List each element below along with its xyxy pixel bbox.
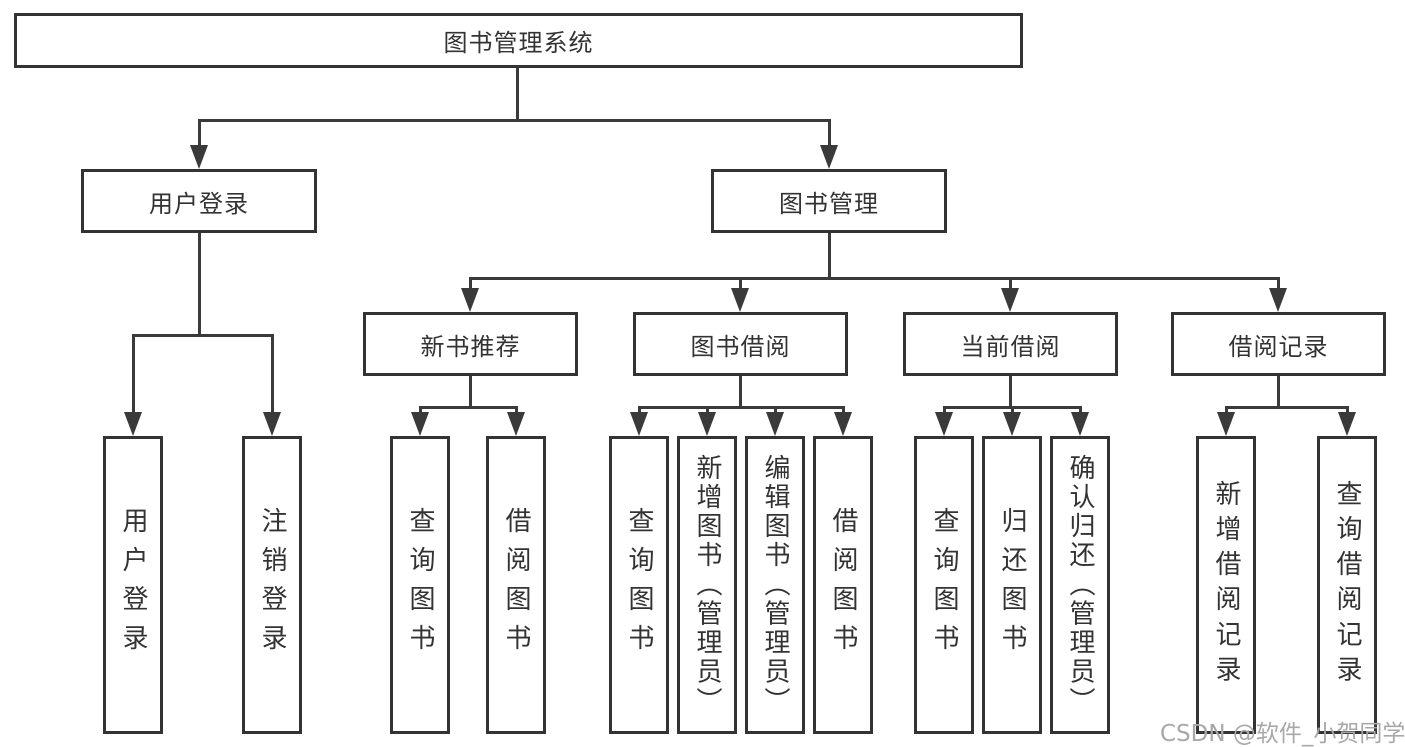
leaf-label: 注销登录 <box>257 507 287 663</box>
leaf-borrow-books-recommend: 借阅图书 <box>486 436 546 734</box>
arrowhead-down <box>820 145 838 169</box>
node-borrowing-records: 借阅记录 <box>1171 312 1386 376</box>
arrowhead-down <box>834 412 852 436</box>
watermark: CSDN @软件_小贺同学 <box>1160 721 1405 747</box>
arrowhead-down <box>507 412 525 436</box>
connector-line <box>827 233 831 279</box>
leaf-borrow-books-borrowing: 借阅图书 <box>813 436 873 734</box>
leaf-return-books: 归还图书 <box>982 436 1042 734</box>
connector-line <box>1078 406 1082 414</box>
node-label: 用户登录 <box>149 189 249 218</box>
connector-line <box>270 334 274 414</box>
leaf-label: 查询图书 <box>405 507 435 663</box>
connector-line <box>1345 406 1349 414</box>
leaf-query-books-borrowing: 查询图书 <box>609 436 669 734</box>
node-label: 图书管理 <box>779 189 879 218</box>
arrowhead-down <box>124 412 142 436</box>
node-label: 借阅记录 <box>1228 332 1329 361</box>
arrowhead-down <box>190 145 208 169</box>
arrowhead-down <box>766 412 784 436</box>
node-label: 当前借阅 <box>960 332 1061 361</box>
connector-line <box>468 376 472 408</box>
connector-line <box>418 406 518 409</box>
connector-line <box>197 119 201 146</box>
connector-line <box>197 119 831 122</box>
connector-line <box>841 406 845 414</box>
connector-line <box>1276 277 1280 290</box>
arrowhead-down <box>1338 412 1356 436</box>
arrowhead-down <box>1001 288 1019 312</box>
node-book-management-system: 图书管理系统 <box>14 13 1023 68</box>
connector-line <box>738 277 742 290</box>
arrowhead-down <box>731 288 749 312</box>
connector-line <box>773 406 777 414</box>
leaf-label: 查询借阅记录 <box>1332 479 1362 691</box>
connector-line <box>738 376 742 408</box>
connector-line <box>1276 376 1280 408</box>
connector-line <box>1010 406 1014 414</box>
leaf-label: 查询图书 <box>624 507 654 663</box>
connector-line <box>637 406 641 414</box>
node-label: 新书推荐 <box>420 332 521 361</box>
connector-line <box>515 68 519 122</box>
leaf-add-books-admin: 新增图书（管理员） <box>677 436 737 734</box>
connector-line <box>468 277 1280 280</box>
leaf-label: 新增图书（管理员） <box>692 453 722 717</box>
connector-line <box>514 406 518 414</box>
connector-line <box>827 119 831 146</box>
arrowhead-down <box>630 412 648 436</box>
connector-line <box>637 406 845 409</box>
leaf-label: 编辑图书（管理员） <box>760 453 790 717</box>
leaf-confirm-return-admin: 确认归还（管理员） <box>1050 436 1110 734</box>
node-book-management: 图书管理 <box>711 169 947 233</box>
connector-line <box>1224 406 1349 409</box>
leaf-query-books-current: 查询图书 <box>914 436 974 734</box>
arrowhead-down <box>935 412 953 436</box>
leaf-add-borrowing-record: 新增借阅记录 <box>1196 436 1256 734</box>
connector-line <box>1008 376 1012 408</box>
connector-line <box>418 406 422 414</box>
leaf-edit-books-admin: 编辑图书（管理员） <box>745 436 805 734</box>
leaf-label: 归还图书 <box>997 507 1027 663</box>
leaf-user-login: 用户登录 <box>103 436 163 734</box>
arrowhead-down <box>263 412 281 436</box>
node-book-borrowing: 图书借阅 <box>633 312 848 376</box>
node-current-borrowing: 当前借阅 <box>903 312 1118 376</box>
connector-line <box>197 233 201 336</box>
connector-line <box>705 406 709 414</box>
leaf-label: 借阅图书 <box>501 507 531 663</box>
arrowhead-down <box>1071 412 1089 436</box>
leaf-label: 查询图书 <box>929 507 959 663</box>
connector-line <box>1008 277 1012 290</box>
arrowhead-down <box>1269 288 1287 312</box>
leaf-label: 确认归还（管理员） <box>1065 453 1095 717</box>
node-user-login: 用户登录 <box>81 169 317 233</box>
connector-line <box>468 277 472 290</box>
node-label: 图书管理系统 <box>443 29 594 57</box>
leaf-label: 用户登录 <box>118 507 148 663</box>
leaf-query-books-recommend: 查询图书 <box>390 436 450 734</box>
connector-line <box>131 334 274 337</box>
arrowhead-down <box>1003 412 1021 436</box>
connector-line <box>131 334 135 414</box>
arrowhead-down <box>1217 412 1235 436</box>
leaf-label: 新增借阅记录 <box>1211 479 1241 691</box>
arrowhead-down <box>411 412 429 436</box>
leaf-logout: 注销登录 <box>242 436 302 734</box>
leaf-query-borrowing-record: 查询借阅记录 <box>1317 436 1377 734</box>
arrowhead-down <box>698 412 716 436</box>
node-new-book-recommendation: 新书推荐 <box>363 312 578 376</box>
leaf-label: 借阅图书 <box>828 507 858 663</box>
node-label: 图书借阅 <box>690 332 791 361</box>
connector-line <box>942 406 946 414</box>
connector-line <box>1224 406 1228 414</box>
arrowhead-down <box>461 288 479 312</box>
